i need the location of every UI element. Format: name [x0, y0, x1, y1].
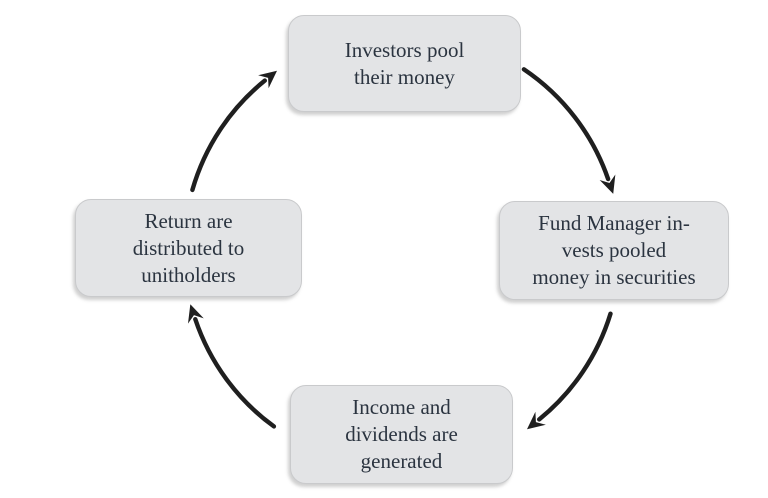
arrow-left-to-top: [190, 70, 278, 193]
node-investors-pool-label: Investors pool their money: [344, 37, 465, 89]
node-returns-distributed-label: Return are distributed to unitholders: [132, 208, 245, 287]
arrow-bottom-to-left: [188, 304, 277, 429]
node-fund-manager-invests: Fund Manager in- vests pooled money in s…: [499, 201, 729, 300]
node-income-generated-label: Income and dividends are generated: [345, 395, 458, 473]
node-investors-pool: Investors pool their money: [288, 15, 521, 112]
node-fund-manager-invests-label: Fund Manager in- vests pooled money in s…: [532, 211, 696, 289]
arrow-right-to-bottom: [526, 311, 613, 430]
node-returns-distributed: Return are distributed to unitholders: [75, 199, 302, 297]
node-income-generated: Income and dividends are generated: [290, 385, 513, 484]
arrow-top-to-right: [521, 67, 616, 194]
